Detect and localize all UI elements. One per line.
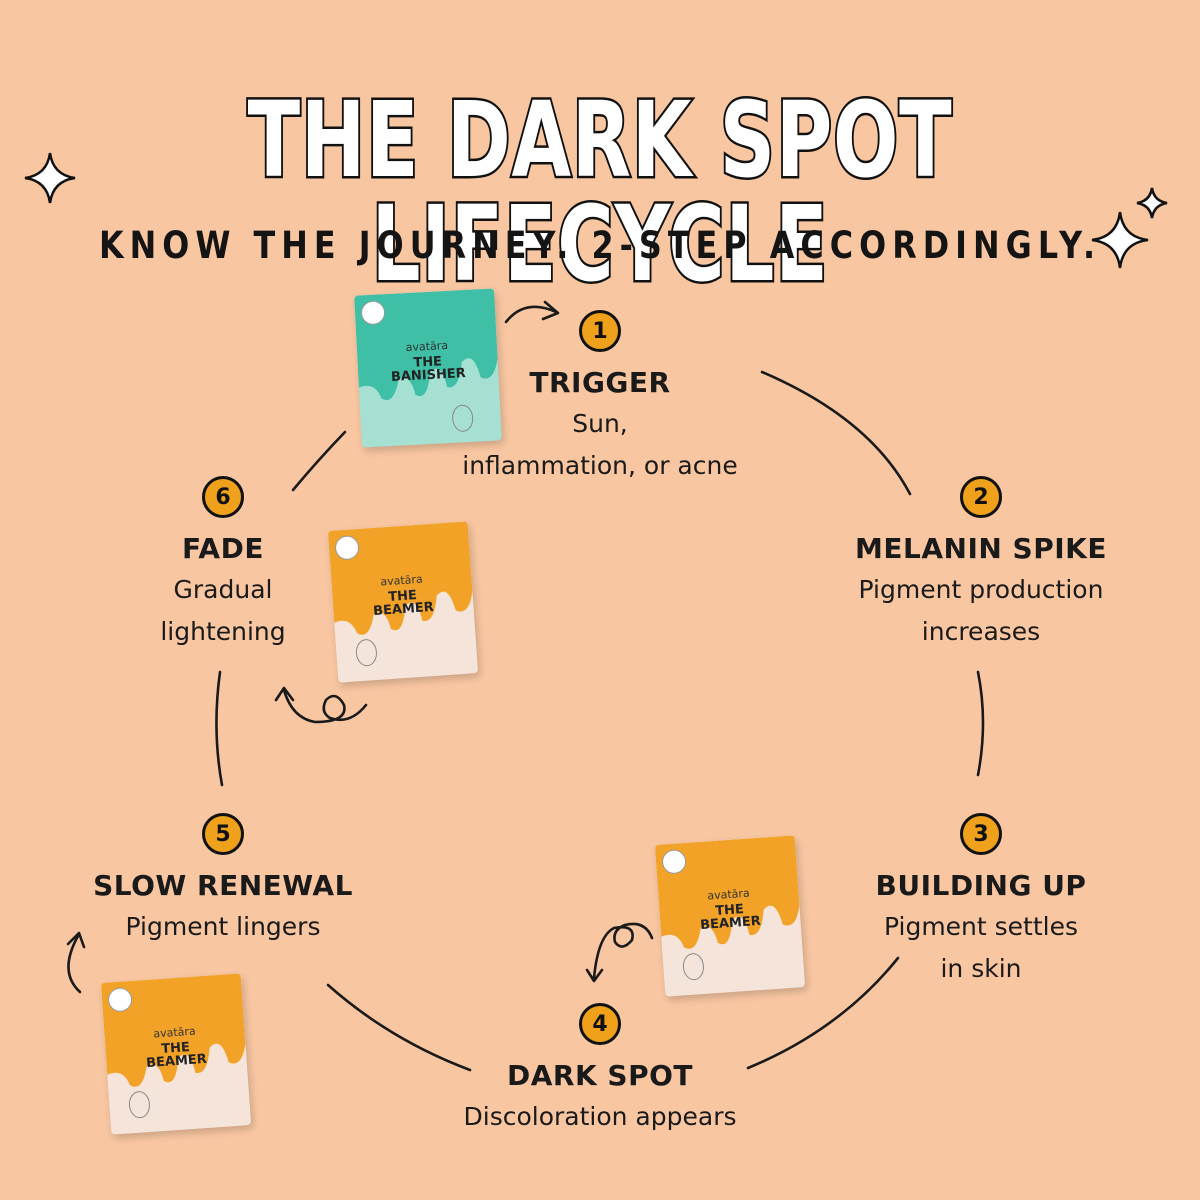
step-description: Gradual lightening bbox=[33, 569, 413, 653]
curly-arrow-icon bbox=[274, 686, 368, 724]
step-desc-line: Pigment settles bbox=[883, 912, 1079, 941]
step-title: SLOW RENEWAL bbox=[93, 869, 353, 902]
drip-graphic bbox=[654, 835, 800, 981]
step-desc-line: Pigment production bbox=[858, 575, 1104, 604]
arc-1-2 bbox=[760, 370, 912, 496]
arc-5-6 bbox=[215, 670, 224, 787]
step-desc-line: in skin bbox=[940, 954, 1022, 983]
step-title: BUILDING UP bbox=[875, 869, 1087, 902]
step-title: TRIGGER bbox=[529, 366, 671, 399]
step-desc-line: Discoloration appears bbox=[463, 1102, 737, 1131]
step-description: Pigment lingers bbox=[33, 906, 413, 948]
drip-graphic bbox=[327, 521, 473, 667]
step-trigger: 1 TRIGGER Sun, inflammation, or acne bbox=[410, 310, 790, 487]
sparkle-icon bbox=[24, 152, 76, 204]
step-desc-line: Sun, bbox=[572, 409, 628, 438]
step-number-badge: 4 bbox=[579, 1003, 621, 1045]
step-dark-spot: 4 DARK SPOT Discoloration appears bbox=[410, 1003, 790, 1138]
step-number-badge: 5 bbox=[202, 813, 244, 855]
step-description: Discoloration appears bbox=[410, 1096, 790, 1138]
step-title: MELANIN SPIKE bbox=[855, 532, 1107, 565]
step-number-badge: 1 bbox=[579, 310, 621, 352]
step-title: DARK SPOT bbox=[506, 1059, 693, 1092]
step-building-up: 3 BUILDING UP Pigment settles in skin bbox=[791, 813, 1171, 990]
step-fade: 6 FADE Gradual lightening bbox=[33, 476, 413, 653]
arc-2-3 bbox=[976, 670, 985, 777]
page-subtitle: KNOW THE JOURNEY. 2-STEP ACCORDINGLY. bbox=[98, 224, 1102, 267]
step-desc-line: increases bbox=[921, 617, 1041, 646]
product-packet-banisher: avatāra THE BANISHER bbox=[354, 288, 502, 448]
step-desc-line: lightening bbox=[160, 617, 286, 646]
step-description: Pigment settles in skin bbox=[791, 906, 1171, 990]
step-melanin-spike: 2 MELANIN SPIKE Pigment production incre… bbox=[791, 476, 1171, 653]
drip-graphic bbox=[354, 288, 498, 432]
arc-3-4 bbox=[746, 956, 900, 1070]
page-title: THE DARK SPOT LIFECYCLE bbox=[246, 79, 954, 305]
sparkle-icon bbox=[1136, 187, 1168, 219]
step-description: Pigment production increases bbox=[791, 569, 1171, 653]
sparkle-icon bbox=[1091, 211, 1149, 269]
step-number-badge: 6 bbox=[202, 476, 244, 518]
step-number-badge: 2 bbox=[960, 476, 1002, 518]
curved-arrow-icon bbox=[504, 300, 560, 324]
step-title: FADE bbox=[182, 532, 264, 565]
arc-6-1 bbox=[291, 430, 347, 492]
step-desc-line: Gradual bbox=[173, 575, 273, 604]
step-desc-line: inflammation, or acne bbox=[462, 451, 738, 480]
product-packet-beamer: avatāra THE BEAMER bbox=[327, 521, 479, 683]
step-desc-line: Pigment lingers bbox=[125, 912, 321, 941]
arc-4-5 bbox=[326, 983, 472, 1072]
curly-arrow-icon bbox=[585, 922, 654, 983]
step-description: Sun, inflammation, or acne bbox=[410, 403, 790, 487]
step-number-badge: 3 bbox=[960, 813, 1002, 855]
curved-arrow-icon bbox=[66, 931, 86, 994]
step-slow-renewal: 5 SLOW RENEWAL Pigment lingers bbox=[33, 813, 413, 948]
product-packet-beamer: avatāra THE BEAMER bbox=[654, 835, 806, 997]
drip-graphic bbox=[100, 973, 246, 1119]
product-packet-beamer: avatāra THE BEAMER bbox=[100, 973, 252, 1135]
